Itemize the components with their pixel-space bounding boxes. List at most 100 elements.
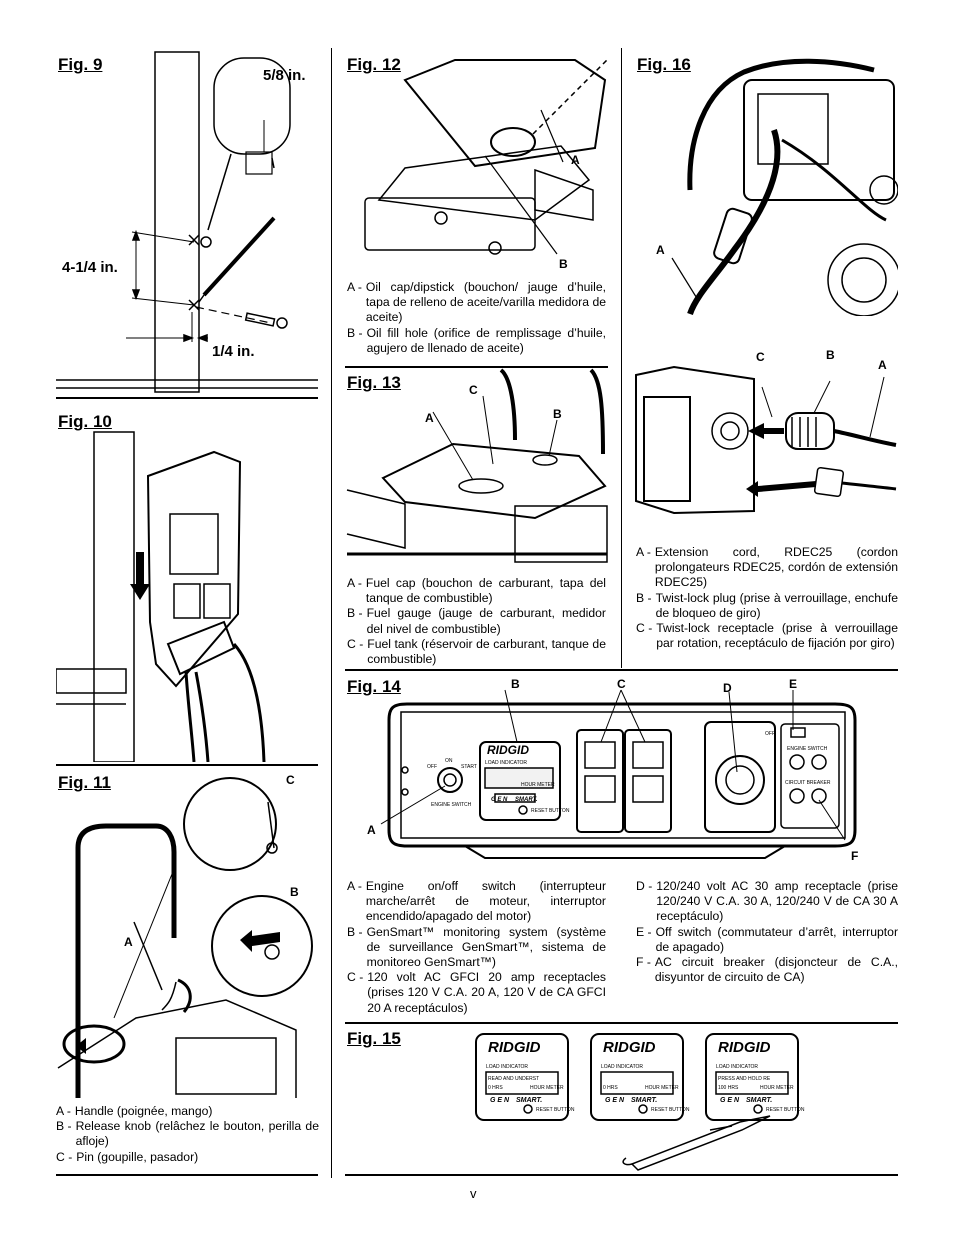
fig15-illustration: RIDGID LOAD INDICATOR READ AND UNDERST 0… bbox=[470, 1030, 830, 1175]
fig14-engine-switch-label: ENGINE SWITCH bbox=[431, 802, 472, 808]
fig14-legend-item-e: E -Off switch (commutateur d’arrêt, inte… bbox=[636, 924, 898, 954]
fig15-d1-line2: 0 HRS bbox=[488, 1085, 503, 1091]
fig16-callout-b: B bbox=[826, 348, 835, 362]
fig15-d3-reset: RESET BUTTON bbox=[766, 1107, 805, 1113]
fig14-legend-item-f: F -AC circuit breaker (disjoncteur de C.… bbox=[636, 955, 898, 985]
rule-vertical-divider-top bbox=[621, 48, 622, 668]
fig14-gfci-receptacle-right bbox=[624, 729, 672, 833]
fig13-fuel-gauge bbox=[532, 454, 558, 466]
fig13-legend-item-c: C -Fuel tank (réservoir de carburant, ta… bbox=[347, 636, 606, 667]
fig14-on-label: ON bbox=[445, 758, 453, 764]
fig11-label: Fig. 11 bbox=[58, 773, 111, 792]
fig15-display-2 bbox=[590, 1033, 684, 1121]
fig15-d3-smart: SMART. bbox=[746, 1097, 772, 1104]
fig14-hour-meter: HOUR METER bbox=[521, 782, 555, 788]
fig11-legend: A -Handle (poignée, mango) B -Release kn… bbox=[56, 1104, 319, 1165]
fig14-start-label: START bbox=[461, 764, 477, 770]
rule-col-left-top bbox=[56, 397, 318, 399]
fig14-legend-item-c: C -120 volt AC GFCI 20 amp receptacles (… bbox=[347, 970, 606, 1015]
fig15-d1-meter: HOUR METER bbox=[530, 1085, 564, 1091]
fig9-magnifier-circle bbox=[213, 57, 291, 155]
fig14-smart: SMART. bbox=[515, 797, 538, 803]
fig14-engine-switch-knob bbox=[437, 767, 463, 793]
rule-fig15-bottom bbox=[345, 1174, 898, 1176]
fig13-fuel-tank bbox=[381, 442, 607, 520]
rule-col-left-mid bbox=[56, 764, 318, 766]
rule-col-left-bottom bbox=[56, 1174, 318, 1176]
fig15-d2-smart: SMART. bbox=[631, 1097, 657, 1104]
fig15-d2-load: LOAD INDICATOR bbox=[601, 1064, 643, 1070]
fig16-callout-a: A bbox=[878, 358, 887, 372]
fig16-twist-lock-plug bbox=[713, 207, 753, 265]
fig11-legend-item-a: A -Handle (poignée, mango) bbox=[56, 1104, 213, 1118]
fig15-d3-load: LOAD INDICATOR bbox=[716, 1064, 758, 1070]
fig12-legend-item-b: B -Oil fill hole (orifice de remplissage… bbox=[347, 325, 606, 355]
fig9-pencil bbox=[202, 216, 276, 297]
fig9-dim-1-4: 1/4 in. bbox=[212, 343, 255, 360]
fig15-d1-smart: SMART. bbox=[516, 1097, 542, 1104]
fig15-d3-brand: RIDGID bbox=[718, 1039, 771, 1056]
fig14-off-switch bbox=[790, 727, 806, 738]
rule-vertical-divider bbox=[331, 48, 332, 1178]
fig15-d1-line1: READ AND UNDERST bbox=[488, 1076, 539, 1082]
fig13-illustration: A B C bbox=[345, 368, 608, 572]
fig16-legend-item-b: B -Twist-lock plug (prise à verrouillage… bbox=[636, 590, 898, 620]
fig14-callout-c: C bbox=[617, 677, 626, 691]
fig14-gen: G E N bbox=[491, 797, 508, 803]
fig15-d2-reset: RESET BUTTON bbox=[651, 1107, 690, 1113]
fig12-callout-b: B bbox=[559, 257, 568, 271]
fig15-d1-reset: RESET BUTTON bbox=[536, 1107, 575, 1113]
fig15-d3-meter: HOUR METER bbox=[760, 1085, 794, 1091]
fig9-label: Fig. 9 bbox=[58, 55, 103, 74]
fig12-illustration: A B bbox=[345, 50, 608, 276]
fig14-control-panel: RIDGID LOAD INDICATOR HOUR METER G E N S… bbox=[345, 672, 898, 872]
fig14-callout-b: B bbox=[511, 677, 520, 691]
fig15-d1-load: LOAD INDICATOR bbox=[486, 1064, 528, 1070]
fig12-oil-cap bbox=[490, 127, 536, 157]
fig15-d2-meter: HOUR METER bbox=[645, 1085, 679, 1091]
fig13-callout-b: B bbox=[553, 407, 562, 421]
fig14-gensmart-display bbox=[479, 741, 561, 821]
fig15-d1-brand: RIDGID bbox=[488, 1039, 541, 1056]
fig12-callout-a: A bbox=[571, 153, 580, 167]
fig16-legend: A -Extension cord, RDEC25 (cordon prolon… bbox=[636, 545, 898, 651]
fig16-extension-cord bbox=[687, 129, 781, 316]
fig16-receptacle bbox=[711, 412, 749, 450]
fig16-legend-item-c: C -Twist-lock receptacle (prise à verrou… bbox=[636, 621, 898, 651]
fig14-callout-f: F bbox=[851, 849, 858, 863]
fig11-detail-b bbox=[211, 895, 313, 997]
fig11-detail-c bbox=[183, 777, 277, 871]
fig14-reset: RESET BUTTON bbox=[531, 808, 570, 814]
fig14-callout-e: E bbox=[789, 677, 797, 691]
fig16-plug bbox=[785, 412, 835, 450]
fig14-brand: RIDGID bbox=[487, 743, 529, 757]
fig15-d2-brand: RIDGID bbox=[603, 1039, 656, 1056]
fig15-pen bbox=[630, 1115, 771, 1171]
fig14-callout-a: A bbox=[367, 823, 376, 837]
fig15-d1-gen: G E N bbox=[490, 1097, 510, 1104]
fig14-load-indicator: LOAD INDICATOR bbox=[485, 760, 527, 766]
fig13-callout-a: A bbox=[425, 411, 434, 425]
fig14-30a-receptacle bbox=[715, 755, 765, 805]
fig13-label: Fig. 13 bbox=[347, 373, 401, 392]
fig9-dim-5-8: 5/8 in. bbox=[263, 67, 306, 84]
fig16-callout-c: C bbox=[756, 350, 765, 364]
fig11-legend-item-c: C -Pin (goupille, pasador) bbox=[56, 1149, 199, 1164]
fig15-d3-gen: G E N bbox=[720, 1097, 740, 1104]
fig14-circuit-breaker-label: CIRCUIT BREAKER bbox=[785, 780, 831, 786]
fig13-callout-c: C bbox=[469, 383, 478, 397]
fig13-legend: A -Fuel cap (bouchon de carburant, tapa … bbox=[347, 576, 606, 667]
fig9-illustration: 5/8 in. 4-1/4 in. 1/4 in. bbox=[56, 50, 318, 395]
page-number: v bbox=[470, 1186, 477, 1201]
fig11-callout-b: B bbox=[290, 885, 299, 899]
fig12-legend-item-a: A -Oil cap/dipstick (bouchon/ jauge d’hu… bbox=[347, 280, 606, 325]
fig15-d3-line1: PRESS AND HOLD RE bbox=[718, 1076, 771, 1082]
fig11-callout-c: C bbox=[286, 773, 295, 787]
fig15-label: Fig. 15 bbox=[347, 1029, 401, 1048]
rule-row-mid bbox=[345, 669, 898, 671]
fig14-panel-frame bbox=[387, 702, 857, 848]
rule-fig14-bottom bbox=[345, 1022, 898, 1024]
fig15-d3-line2: 100 HRS bbox=[718, 1085, 739, 1091]
fig14-gfci-receptacle-left bbox=[576, 729, 624, 833]
fig15-d2-gen: G E N bbox=[605, 1097, 625, 1104]
